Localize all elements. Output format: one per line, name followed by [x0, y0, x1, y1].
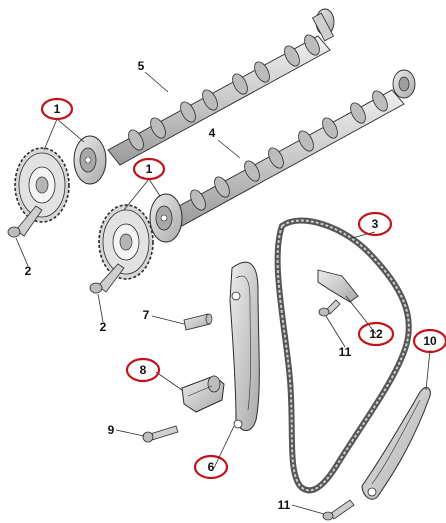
- callout-3: 3: [372, 217, 379, 231]
- tensioner-guide: [229, 261, 260, 431]
- callout-8: 8: [140, 363, 147, 377]
- callout-2a: 2: [25, 264, 32, 278]
- callout-circle-6: [193, 454, 229, 480]
- callout-circle-8: [125, 357, 161, 383]
- chain-guide-upper: [317, 269, 359, 303]
- callout-circle-1b: [132, 157, 166, 181]
- guide-pin: [183, 313, 213, 331]
- sprocket-upper: [14, 147, 70, 223]
- callout-4: 4: [209, 126, 216, 140]
- chain-tensioner: [181, 375, 225, 413]
- guide-bolt-lower: [322, 499, 355, 521]
- guide-bolt-upper: [318, 299, 341, 317]
- callout-6: 6: [208, 460, 215, 474]
- callout-circle-3: [357, 211, 393, 237]
- sprocket-bolt-lower: [89, 263, 125, 294]
- sprocket-bolt-upper: [7, 205, 43, 238]
- camshaft-upper: [107, 8, 335, 166]
- tensioner-bolt: [142, 425, 179, 443]
- callout-circle-10: [412, 328, 446, 354]
- callout-labels: 1 1 2 2 3 4 5 6 7 8 9 10 11 11 12: [25, 59, 437, 512]
- callout-12: 12: [369, 327, 383, 341]
- callout-circle-12: [357, 321, 395, 347]
- callout-7: 7: [143, 308, 150, 322]
- chain-guide-fixed: [361, 387, 431, 500]
- highlight-circles: [40, 97, 446, 480]
- callout-9: 9: [108, 423, 115, 437]
- sprocket-lower: [98, 204, 154, 280]
- callout-1a: 1: [54, 102, 61, 116]
- callout-5: 5: [138, 59, 145, 73]
- camshaft-lower: [167, 69, 416, 228]
- cam-hub-lower: [149, 193, 183, 243]
- callout-2b: 2: [100, 320, 107, 334]
- callout-circle-1a: [40, 97, 74, 121]
- callout-11a: 11: [339, 345, 352, 359]
- timing-chain: [274, 217, 412, 494]
- cam-hub-upper: [73, 135, 107, 185]
- leader-lines: [15, 71, 431, 515]
- callout-1b: 1: [146, 162, 153, 176]
- callout-11b: 11: [278, 498, 291, 512]
- callout-10: 10: [423, 334, 437, 348]
